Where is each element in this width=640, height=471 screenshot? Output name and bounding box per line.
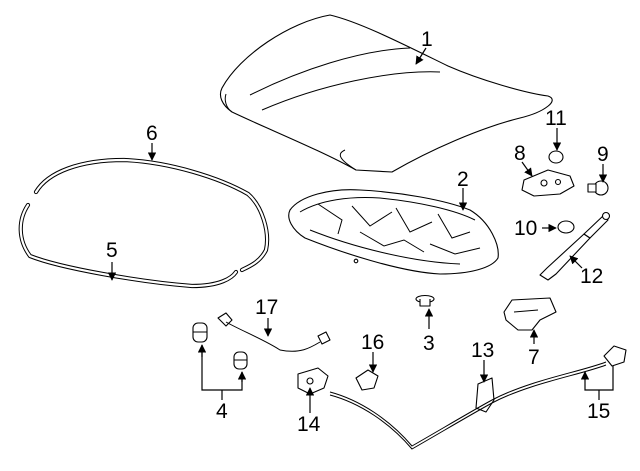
push-clip [415,294,435,307]
callout-13: 13 [471,339,494,362]
hinge-bolt [587,180,609,196]
callout-12: 12 [580,265,603,288]
callout-9: 9 [597,143,609,166]
leader-lines [107,47,614,413]
callout-7: 7 [528,346,540,369]
hood-bumpers [192,322,248,370]
hinge-cap [548,150,564,164]
callout-8: 8 [514,142,526,165]
rear-seal [18,202,239,289]
callout-6: 6 [146,122,158,145]
callout-labels: 1 2 3 4 5 6 7 8 9 10 11 12 13 14 15 16 1… [106,28,610,436]
hood-panel [219,14,553,173]
front-seal [33,157,270,273]
callout-17: 17 [255,296,278,319]
hood-latch [297,367,329,395]
callout-14: 14 [297,413,321,436]
hood-hinge [521,169,575,197]
callout-15: 15 [587,400,610,423]
latch-handle [355,369,379,391]
callout-5: 5 [106,239,118,262]
callout-3: 3 [423,332,435,355]
hood-insulator [288,189,499,275]
hood-sensor [217,312,331,352]
strut-cap [557,220,575,234]
callout-2: 2 [457,168,469,191]
callout-10: 10 [514,217,537,240]
callout-1: 1 [421,28,433,51]
release-cable [329,345,627,450]
callout-11: 11 [545,107,567,130]
release-handle [475,377,495,413]
support-strut [539,211,611,281]
latch-support [503,297,557,331]
callout-4: 4 [216,400,228,423]
callout-16: 16 [361,331,384,354]
